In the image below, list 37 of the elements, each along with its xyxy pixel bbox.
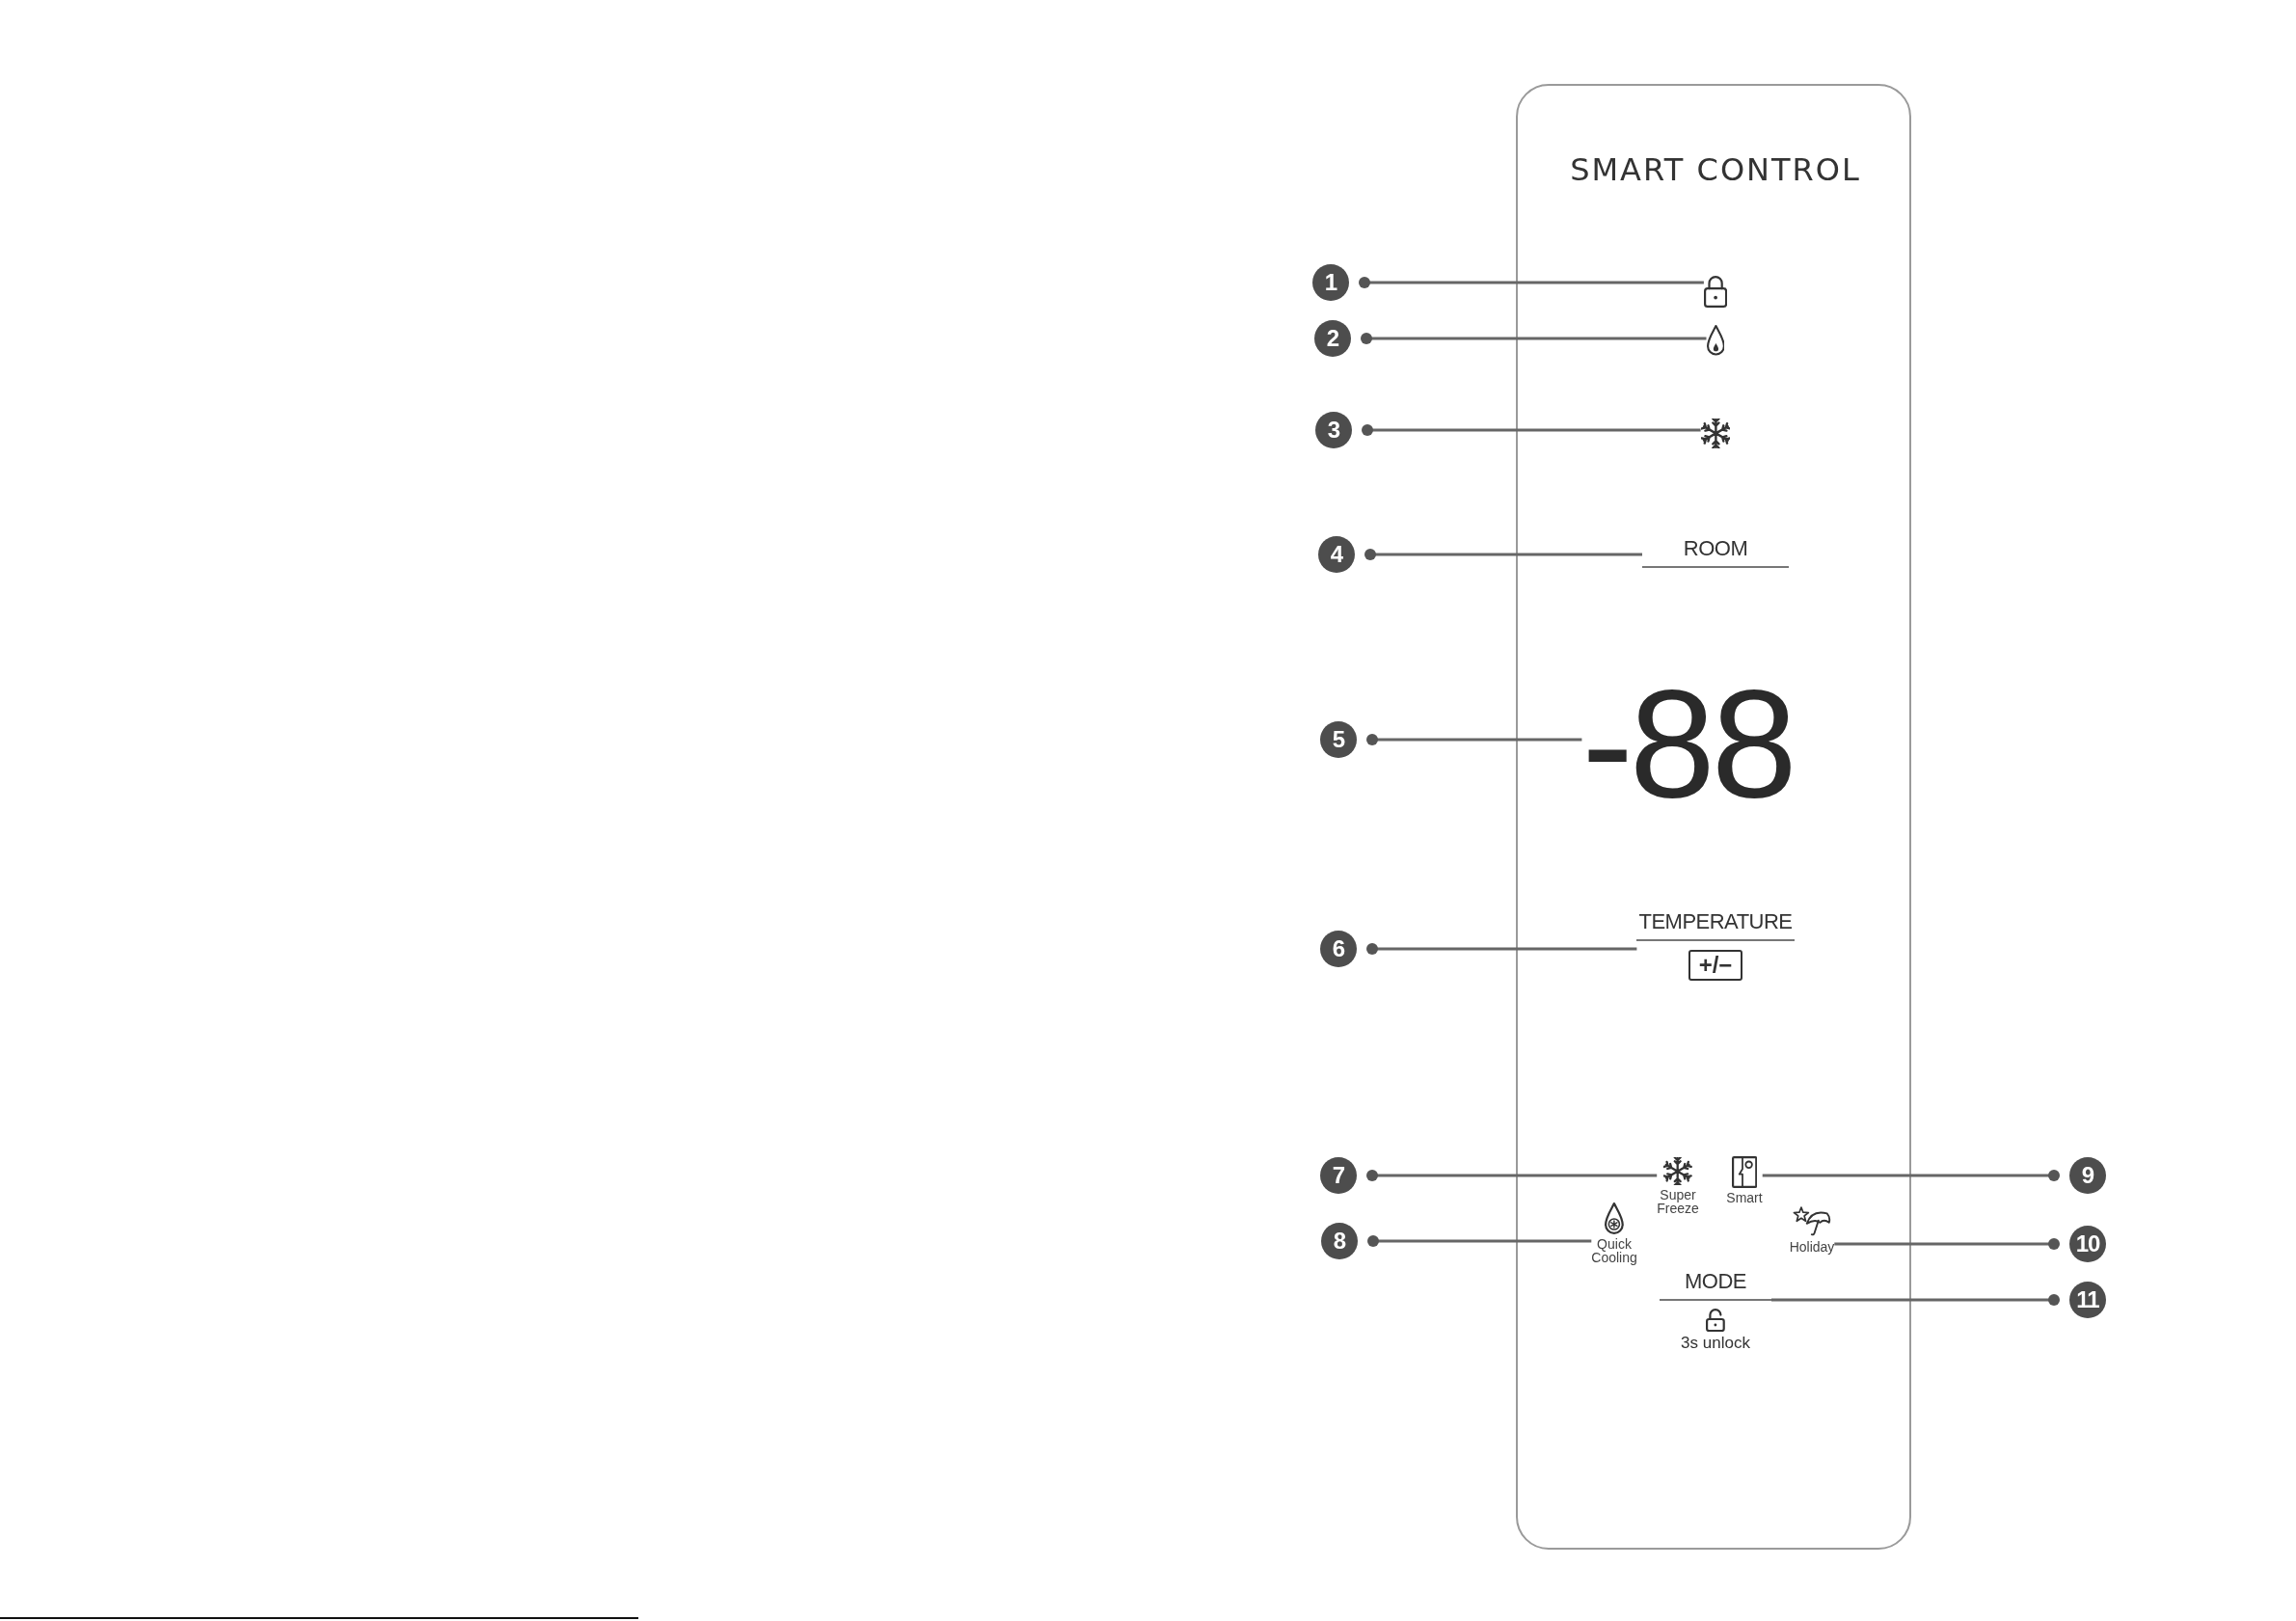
- droplet-icon: [1706, 325, 1725, 356]
- padlock-icon: [1703, 276, 1728, 308]
- callout-number: 5: [1320, 721, 1357, 758]
- leader-line: [1366, 1170, 1658, 1181]
- key-label: ROOM: [1642, 535, 1789, 568]
- snowflake-icon: [1700, 419, 1731, 448]
- leader-line: [1361, 333, 1707, 344]
- leader-line: [1771, 1294, 2060, 1306]
- key-label: TEMPERATURE: [1636, 908, 1795, 941]
- control-panel: [1516, 84, 1911, 1550]
- mode-label: Smart: [1726, 1191, 1763, 1204]
- callout-number: 1: [1312, 264, 1349, 301]
- mode-label: Holiday: [1789, 1239, 1835, 1254]
- callout-number: 4: [1318, 536, 1355, 573]
- mode-label: Quick Cooling: [1591, 1237, 1637, 1264]
- callout-number: 2: [1314, 320, 1351, 357]
- mode-label: Super Freeze: [1657, 1188, 1699, 1216]
- leader-line: [1359, 277, 1704, 288]
- callout-number: 10: [2069, 1226, 2106, 1262]
- leader-line: [1364, 549, 1642, 560]
- panel-title: SMART CONTROL: [1570, 151, 1861, 188]
- leader-line: [1762, 1170, 2060, 1181]
- leader-line: [1366, 734, 1582, 745]
- callout-number: 7: [1320, 1157, 1357, 1194]
- leader-line: [1362, 424, 1701, 436]
- temperature-readout: -88: [1581, 666, 1794, 821]
- leader-line: [1367, 1235, 1592, 1247]
- leader-line: [1834, 1238, 2060, 1250]
- leader-line: [1366, 943, 1637, 955]
- callout-number: 9: [2069, 1157, 2106, 1194]
- callout-number: 3: [1315, 412, 1352, 448]
- plus-minus-key: +/−: [1688, 950, 1743, 981]
- callout-number: 8: [1321, 1223, 1358, 1259]
- callout-number: 6: [1320, 931, 1357, 967]
- key-label: MODE: [1660, 1268, 1771, 1301]
- callout-number: 11: [2069, 1282, 2106, 1318]
- hint-text: 3s unlock: [1681, 1334, 1750, 1354]
